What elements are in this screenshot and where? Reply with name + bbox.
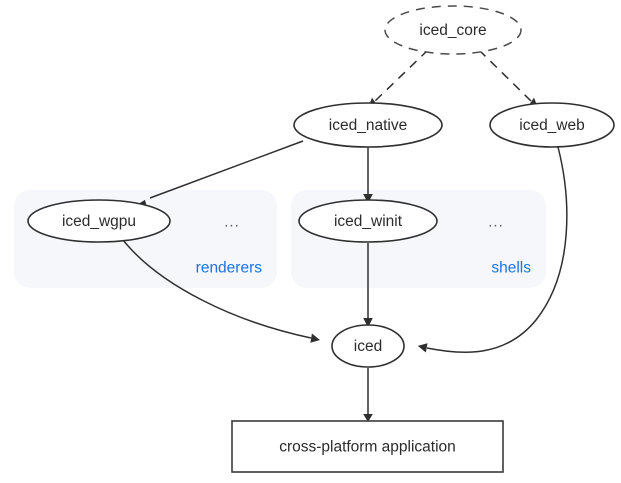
node-iced-core-label: iced_core: [419, 22, 486, 39]
node-iced[interactable]: iced: [331, 324, 405, 368]
node-iced-web-shape: [489, 102, 615, 148]
node-iced-core-shape: [384, 5, 522, 55]
cluster-shells-label: shells: [491, 260, 531, 277]
node-iced-winit-label: iced_winit: [334, 213, 403, 230]
cluster-renderers-label: renderers: [196, 260, 263, 277]
edge-iced-core-to-iced-native: [367, 49, 429, 109]
node-iced-label: iced: [354, 338, 382, 355]
node-iced-web[interactable]: iced_web: [489, 102, 615, 148]
node-cross-platform-application[interactable]: cross-platform application: [231, 420, 504, 473]
node-iced-native-shape: [293, 102, 443, 148]
node-iced-wgpu[interactable]: iced_wgpu: [27, 199, 171, 243]
cluster-shells-more: ...: [488, 214, 504, 231]
node-application-shape: [231, 420, 504, 473]
edge-iced-core-to-iced-web: [478, 49, 539, 109]
node-iced-web-label: iced_web: [519, 117, 585, 134]
edge-iced-web-to-iced: [417, 146, 568, 354]
node-application-label: cross-platform application: [279, 439, 456, 456]
node-iced-winit[interactable]: iced_winit: [298, 199, 438, 243]
node-iced-wgpu-shape: [27, 199, 171, 243]
edge-iced-winit-to-iced: [363, 243, 373, 328]
edge-iced-native-to-iced-winit: [363, 147, 373, 204]
cluster-renderers-more: ...: [224, 214, 240, 231]
node-iced-native[interactable]: iced_native: [293, 102, 443, 148]
node-iced-native-label: iced_native: [329, 117, 407, 134]
edge-iced-wgpu-to-iced: [122, 239, 320, 343]
node-iced-winit-shape: [298, 199, 438, 243]
node-iced-wgpu-label: iced_wgpu: [62, 213, 136, 230]
node-iced-core[interactable]: iced_core: [384, 5, 522, 55]
node-iced-shape: [331, 324, 405, 368]
edge-iced-to-application: [363, 368, 373, 422]
